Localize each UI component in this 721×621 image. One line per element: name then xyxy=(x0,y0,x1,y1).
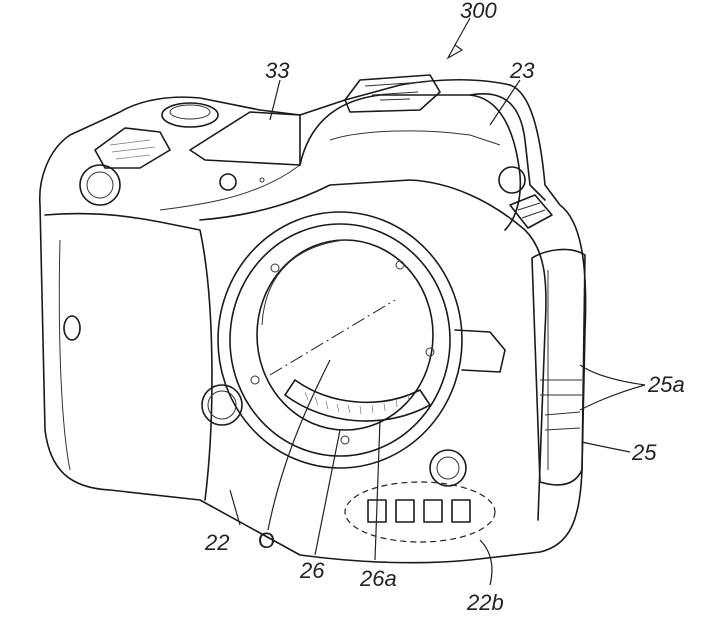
grip-edge xyxy=(44,212,213,501)
front-button xyxy=(201,384,243,426)
mode-dial xyxy=(161,102,219,128)
grip-inner-edge xyxy=(58,239,71,471)
label-23: 23 xyxy=(509,58,535,83)
label-25a: 25a xyxy=(647,372,685,397)
mount-inner-ring xyxy=(229,223,451,457)
side-cover xyxy=(531,248,586,486)
button-3 xyxy=(423,499,443,523)
label-300: 300 xyxy=(460,0,497,23)
top-deck-line xyxy=(159,164,301,211)
label-25: 25 xyxy=(631,440,657,465)
lens-mount xyxy=(217,211,506,469)
button-group-outline xyxy=(344,481,496,543)
rear-dial xyxy=(498,166,526,194)
button-4 xyxy=(451,499,471,523)
label-22b: 22b xyxy=(466,590,504,615)
grip-sensor xyxy=(63,315,81,341)
button-2 xyxy=(395,499,415,523)
prism-hump xyxy=(299,94,522,231)
label-33: 33 xyxy=(265,58,290,83)
bayonet-tab xyxy=(454,329,506,373)
optical-axis xyxy=(269,299,396,376)
label-26a: 26a xyxy=(359,566,397,591)
mount-outer-ring xyxy=(217,211,463,469)
label-O: O xyxy=(258,528,275,553)
right-top xyxy=(469,93,546,201)
reference-labels: 300 33 23 25a 25 22 O 26 26a 22b xyxy=(204,0,685,615)
left-dial-cluster xyxy=(94,127,171,169)
front-lamp xyxy=(219,173,237,191)
joystick xyxy=(429,449,467,487)
button-cluster xyxy=(344,449,496,543)
body-outline xyxy=(38,78,587,564)
camera-body-drawing xyxy=(38,74,587,564)
contact-block xyxy=(284,379,431,422)
hot-shoe xyxy=(344,74,441,113)
left-button xyxy=(79,164,121,206)
leader-lines xyxy=(229,17,646,586)
label-22: 22 xyxy=(204,530,229,555)
strap-lug xyxy=(509,194,553,229)
top-deck xyxy=(189,111,301,166)
prism-ridge xyxy=(329,130,501,146)
label-26: 26 xyxy=(299,558,325,583)
front-face-edge xyxy=(199,179,547,521)
